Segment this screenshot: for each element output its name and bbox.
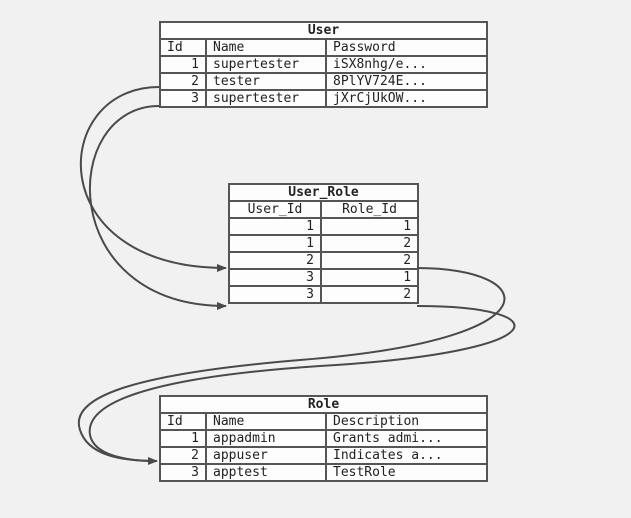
table-title: Role	[158, 395, 489, 414]
user-id-cell: 3	[228, 268, 322, 287]
table-row: 3 supertester jXrCjUkOW...	[159, 89, 489, 108]
table-row: 2 appuser Indicates a...	[159, 446, 489, 465]
user-id-cell: 3	[228, 285, 322, 304]
table-title: User_Role	[227, 183, 420, 202]
name-cell: appuser	[205, 446, 327, 465]
name-cell: apptest	[205, 463, 327, 482]
column-header: Name	[205, 412, 327, 431]
arrow-userrole-role2-to-role	[77, 267, 506, 465]
id-cell: 3	[159, 463, 207, 482]
arrow-user2-to-userrole	[79, 86, 227, 272]
column-header: Id	[159, 412, 207, 431]
id-cell: 2	[159, 72, 207, 91]
user-table: User Id Name Password 1 supertester iSX8…	[158, 21, 489, 108]
role-table: Role Id Name Description 1 appadmin Gran…	[158, 395, 489, 482]
column-header: Name	[205, 38, 327, 57]
table-row: 1 supertester iSX8nhg/e...	[159, 55, 489, 74]
role-id-cell: 2	[319, 234, 420, 253]
description-cell: Indicates a...	[324, 446, 489, 465]
user-id-cell: 2	[228, 251, 322, 270]
column-header: User_Id	[228, 200, 322, 219]
table-row: 2 tester 8PlYV724E...	[159, 72, 489, 91]
column-header: Description	[324, 412, 489, 431]
id-cell: 1	[159, 55, 207, 74]
table-row: 2 2	[228, 251, 420, 270]
table-row: 3 1	[228, 268, 420, 287]
role-id-cell: 1	[319, 217, 420, 236]
table-title: User	[158, 21, 489, 40]
name-cell: tester	[205, 72, 327, 91]
role-id-cell: 1	[319, 268, 420, 287]
arrow-user3-to-userrole	[88, 105, 227, 310]
password-cell: 8PlYV724E...	[324, 72, 489, 91]
user-role-table: User_Role User_Id Role_Id 1 1 1 2 2 2 3 …	[227, 183, 420, 304]
role-id-cell: 2	[319, 251, 420, 270]
table-row: 3 2	[228, 285, 420, 304]
name-cell: supertester	[205, 55, 327, 74]
arrow-userrole-role2b-to-role	[88, 305, 516, 462]
password-cell: jXrCjUkOW...	[324, 89, 489, 108]
column-header: Id	[159, 38, 207, 57]
table-row: 1 2	[228, 234, 420, 253]
name-cell: supertester	[205, 89, 327, 108]
description-cell: TestRole	[324, 463, 489, 482]
user-id-cell: 1	[228, 217, 322, 236]
table-row: 1 1	[228, 217, 420, 236]
table-row: 1 appadmin Grants admi...	[159, 429, 489, 448]
user-id-cell: 1	[228, 234, 322, 253]
table-row: 3 apptest TestRole	[159, 463, 489, 482]
id-cell: 1	[159, 429, 207, 448]
role-id-cell: 2	[319, 285, 420, 304]
id-cell: 2	[159, 446, 207, 465]
name-cell: appadmin	[205, 429, 327, 448]
column-header: Password	[324, 38, 489, 57]
password-cell: iSX8nhg/e...	[324, 55, 489, 74]
column-header: Role_Id	[319, 200, 420, 219]
description-cell: Grants admi...	[324, 429, 489, 448]
id-cell: 3	[159, 89, 207, 108]
